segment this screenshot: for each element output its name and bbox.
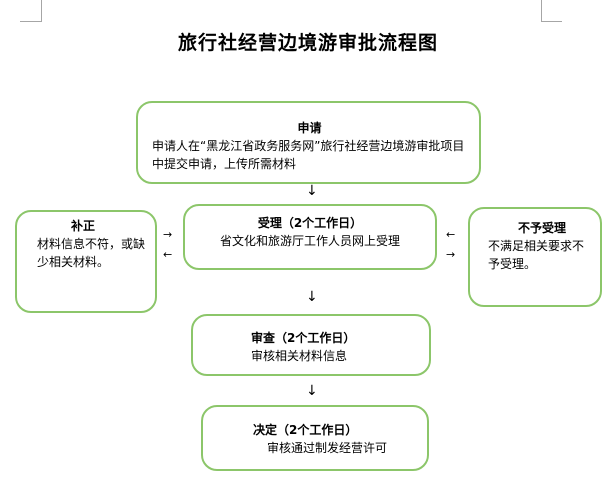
page-corner-mark-left-h bbox=[20, 21, 41, 22]
node-accept-body: 省文化和旅游厅工作人员网上受理 bbox=[219, 234, 400, 248]
arrow-down-apply-accept: ↓ bbox=[306, 183, 318, 199]
node-apply-head: 申请 bbox=[297, 121, 322, 135]
node-reject: 不予受理 不满足相关要求不予受理。 bbox=[468, 207, 602, 307]
node-apply: 申请 申请人在“黑龙江省政务服务网”旅行社经营边境游审批项目中提交申请，上传所需… bbox=[136, 101, 481, 184]
node-fix-body: 材料信息不符，或缺少相关材料。 bbox=[37, 237, 146, 269]
node-decide-body: 审核通过制发经营许可 bbox=[267, 441, 388, 455]
node-fix: 补正 材料信息不符，或缺少相关材料。 bbox=[15, 210, 157, 313]
node-accept-head: 受理（2个工作日） bbox=[257, 216, 363, 230]
diagram-title: 旅行社经营边境游审批流程图 bbox=[177, 32, 438, 54]
node-decide: 决定（2个工作日） 审核通过制发经营许可 bbox=[201, 405, 429, 471]
node-review-body: 审核相关材料信息 bbox=[251, 349, 348, 363]
arrow-down-accept-review: ↓ bbox=[306, 289, 318, 305]
node-decide-head: 决定（2个工作日） bbox=[253, 423, 358, 437]
arrow-down-review-decide: ↓ bbox=[306, 383, 318, 399]
page-corner-mark-left bbox=[41, 0, 42, 22]
arrow-left-reject-accept: ← bbox=[446, 228, 456, 241]
page-corner-mark-right-h bbox=[541, 21, 562, 22]
node-accept: 受理（2个工作日） 省文化和旅游厅工作人员网上受理 bbox=[183, 204, 437, 270]
arrow-left-accept-fix: ← bbox=[163, 248, 173, 261]
node-reject-body: 不满足相关要求不予受理。 bbox=[488, 239, 585, 271]
node-reject-head: 不予受理 bbox=[518, 221, 567, 235]
page-corner-mark-right bbox=[541, 0, 542, 22]
arrow-right-accept-reject: → bbox=[446, 248, 456, 261]
node-fix-head: 补正 bbox=[71, 219, 96, 233]
node-review: 审查（2个工作日） 审核相关材料信息 bbox=[191, 314, 431, 376]
node-apply-body: 申请人在“黑龙江省政务服务网”旅行社经营边境游审批项目中提交申请，上传所需材料 bbox=[152, 139, 465, 171]
node-review-head: 审查（2个工作日） bbox=[251, 331, 356, 345]
arrow-right-fix-accept: → bbox=[163, 228, 173, 241]
